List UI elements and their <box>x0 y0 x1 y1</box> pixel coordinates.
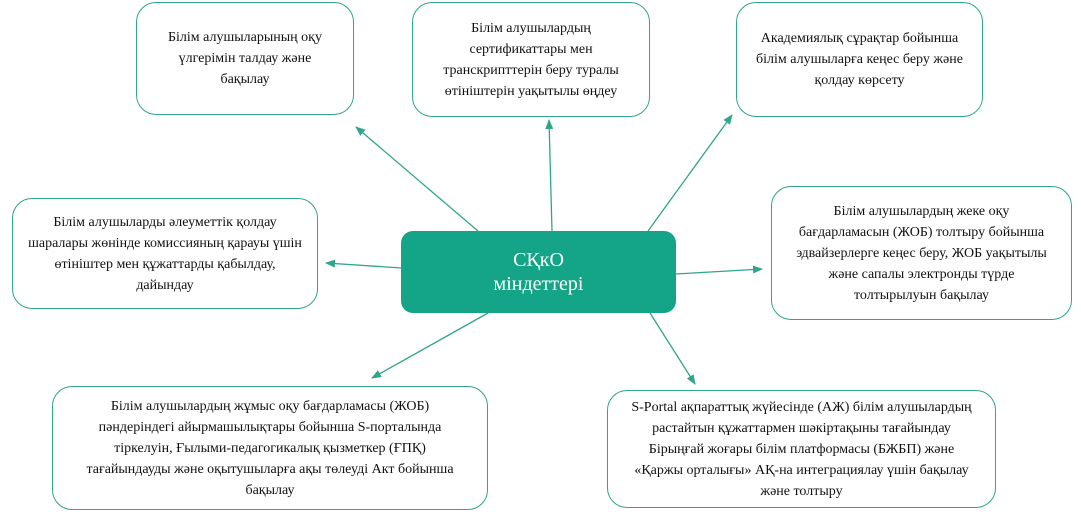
task-text: Білім алушыларды әлеуметтік қолдау шарал… <box>28 214 302 293</box>
task-text: Білім алушыларының оқу үлгерімін талдау … <box>168 30 322 87</box>
arrow-1 <box>355 126 479 232</box>
arrow-5 <box>675 265 763 275</box>
task-text: Білім алушылардың жұмыс оқу бағдарламасы… <box>86 398 454 498</box>
task-text: S-Portal ақпараттық жүйесінде (АЖ) білім… <box>631 399 972 499</box>
central-node: СҚкО міндеттері <box>401 231 676 313</box>
arrow-4 <box>325 259 403 269</box>
central-title-line2: міндеттері <box>493 273 584 295</box>
task-text: Білім алушылардың жеке оқу бағдарламасын… <box>796 203 1047 303</box>
task-text: Академиялық сұрақтар бойынша білім алушы… <box>756 31 963 88</box>
task-box-5: Білім алушылардың жеке оқу бағдарламасын… <box>771 186 1072 320</box>
task-box-4: Білім алушыларды әлеуметтік қолдау шарал… <box>12 198 318 309</box>
task-box-6: Білім алушылардың жұмыс оқу бағдарламасы… <box>52 386 488 510</box>
central-title-line1: СҚкО <box>513 249 564 271</box>
task-box-7: S-Portal ақпараттық жүйесінде (АЖ) білім… <box>607 390 996 508</box>
arrow-3 <box>647 114 733 232</box>
arrow-7 <box>649 312 696 385</box>
task-box-1: Білім алушыларының оқу үлгерімін талдау … <box>136 2 354 115</box>
arrow-2 <box>545 119 554 232</box>
task-text: Білім алушылардың сертификаттары мен тра… <box>443 20 619 99</box>
arrow-6 <box>371 312 489 379</box>
task-box-2: Білім алушылардың сертификаттары мен тра… <box>412 2 650 117</box>
task-box-3: Академиялық сұрақтар бойынша білім алушы… <box>736 2 983 117</box>
